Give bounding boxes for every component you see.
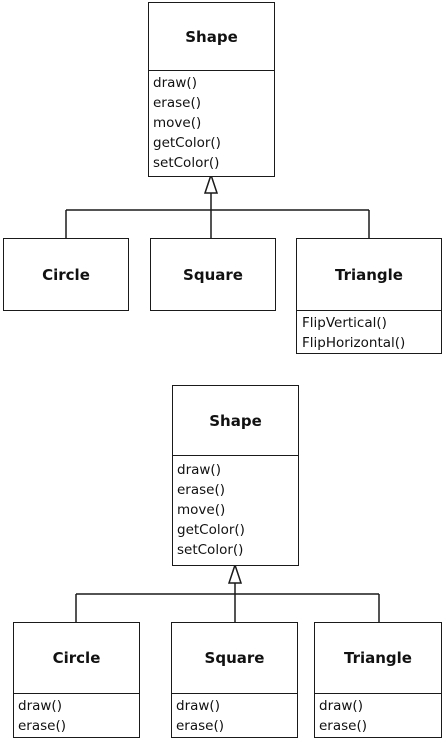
- triangle-class-box-2: Triangle draw() erase(): [314, 622, 442, 738]
- operation: erase(): [177, 482, 226, 498]
- circle-class-name: Circle: [14, 623, 139, 694]
- circle-class-box-1: Circle: [3, 238, 129, 311]
- operation: draw(): [176, 698, 220, 714]
- operation: erase(): [18, 718, 67, 734]
- circle-class-box-2: Circle draw() erase(): [13, 622, 140, 738]
- shape-operations: draw() erase() move() getColor() setColo…: [149, 71, 274, 173]
- shape-operations: draw() erase() move() getColor() setColo…: [173, 456, 298, 560]
- operation: getColor(): [153, 135, 221, 151]
- operation: draw(): [153, 75, 197, 91]
- operation: move(): [153, 115, 202, 131]
- square-operations: draw() erase(): [172, 694, 297, 736]
- triangle-class-name: Triangle: [297, 239, 441, 311]
- operation: setColor(): [153, 155, 220, 171]
- triangle-operations: FlipVertical() FlipHorizontal(): [297, 311, 441, 353]
- shape-class-name: Shape: [173, 386, 298, 456]
- triangle-operations: draw() erase(): [315, 694, 441, 736]
- square-class-name: Square: [172, 623, 297, 694]
- operation: FlipHorizontal(): [302, 335, 406, 351]
- triangle-class-name: Triangle: [315, 623, 441, 694]
- square-class-name: Square: [183, 265, 243, 284]
- circle-operations: draw() erase(): [14, 694, 139, 736]
- square-class-box-1: Square: [150, 238, 276, 311]
- generalization-arrowhead-1: [203, 172, 219, 194]
- shape-class-box-1: Shape draw() erase() move() getColor() s…: [148, 2, 275, 177]
- generalization-arrowhead-2: [227, 562, 243, 584]
- circle-class-name: Circle: [42, 265, 90, 284]
- shape-class-name: Shape: [149, 3, 274, 71]
- operation: getColor(): [177, 522, 245, 538]
- triangle-class-box-1: Triangle FlipVertical() FlipHorizontal(): [296, 238, 442, 354]
- operation: erase(): [319, 718, 368, 734]
- operation: FlipVertical(): [302, 315, 387, 331]
- operation: erase(): [153, 95, 202, 111]
- operation: setColor(): [177, 542, 244, 558]
- operation: draw(): [319, 698, 363, 714]
- operation: draw(): [177, 462, 221, 478]
- operation: erase(): [176, 718, 225, 734]
- operation: draw(): [18, 698, 62, 714]
- square-class-box-2: Square draw() erase(): [171, 622, 298, 738]
- shape-class-box-2: Shape draw() erase() move() getColor() s…: [172, 385, 299, 566]
- operation: move(): [177, 502, 226, 518]
